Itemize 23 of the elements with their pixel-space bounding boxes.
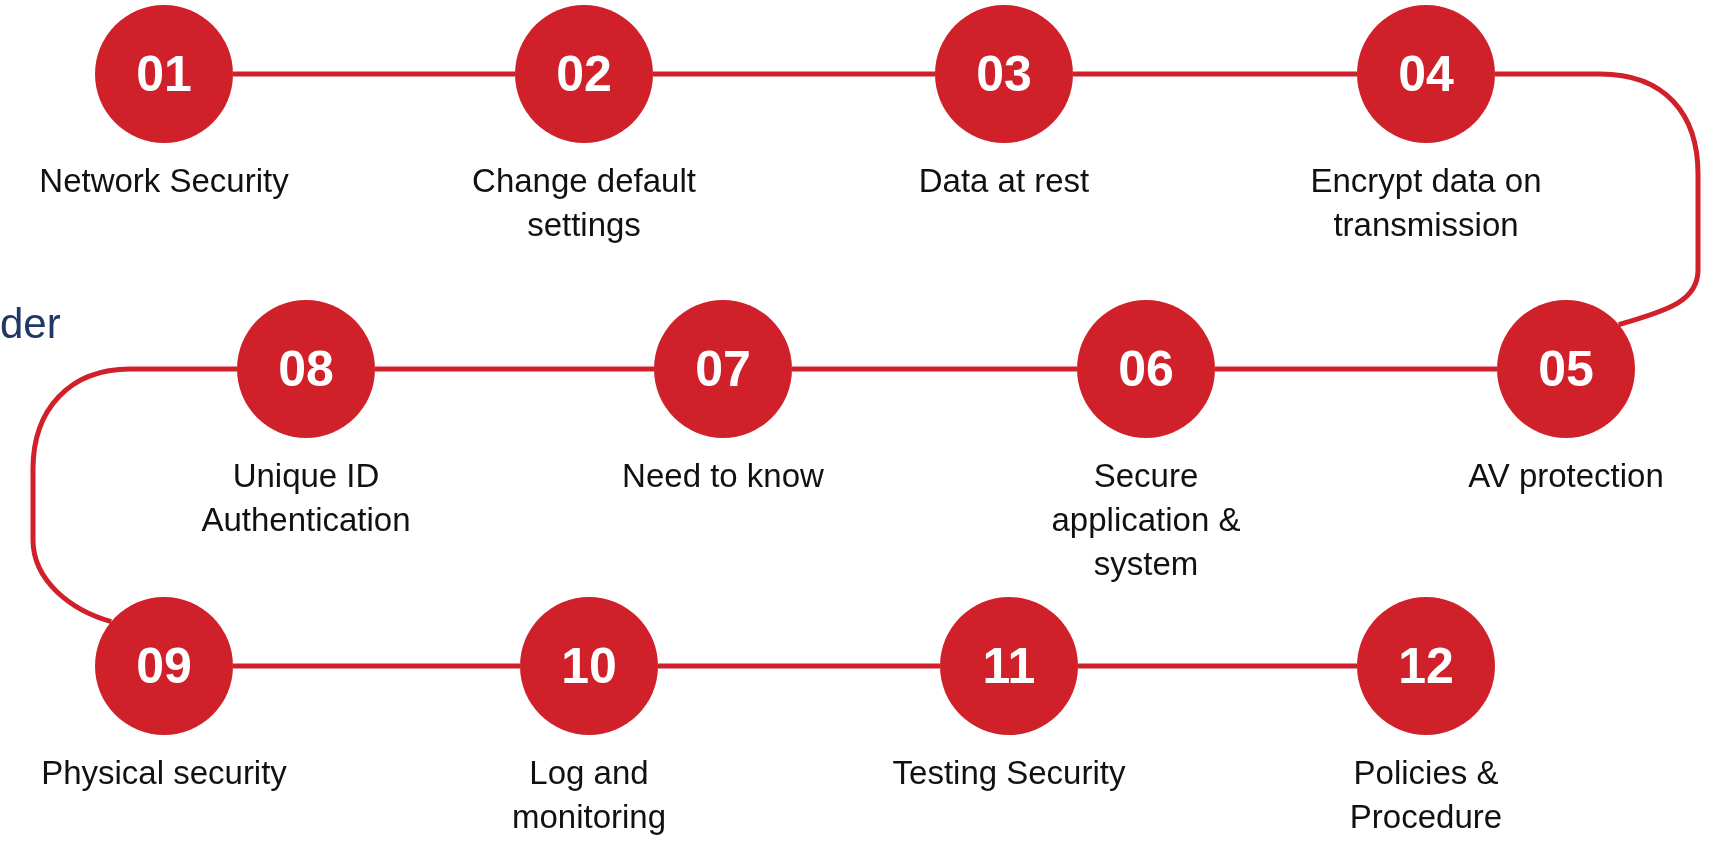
connector-line — [653, 71, 935, 77]
step-label: Data at rest — [917, 161, 1091, 201]
partial-heading: der — [0, 303, 61, 345]
step-label: Secure application & system — [1050, 456, 1242, 584]
step-label: Encrypt data on transmission — [1309, 161, 1543, 245]
step-label: Physical security — [40, 753, 288, 793]
step-label: Log and monitoring — [510, 753, 668, 837]
connector-line — [792, 366, 1077, 372]
connector-line — [233, 71, 515, 77]
connector-line — [30, 366, 237, 624]
step-label: Change default settings — [471, 161, 697, 245]
step-label: Policies & Procedure — [1348, 753, 1504, 837]
connector-line — [1073, 71, 1357, 77]
connector-line — [1495, 71, 1701, 327]
step-label: Need to know — [621, 456, 825, 496]
connector-line — [375, 366, 654, 372]
connector-line — [658, 663, 940, 669]
step-label: Unique ID Authentication — [200, 456, 412, 540]
connector-line — [1215, 366, 1497, 372]
connector-line — [233, 663, 520, 669]
step-label: Testing Security — [891, 753, 1127, 793]
step-label: Network Security — [38, 161, 290, 201]
step-label: AV protection — [1467, 456, 1665, 496]
